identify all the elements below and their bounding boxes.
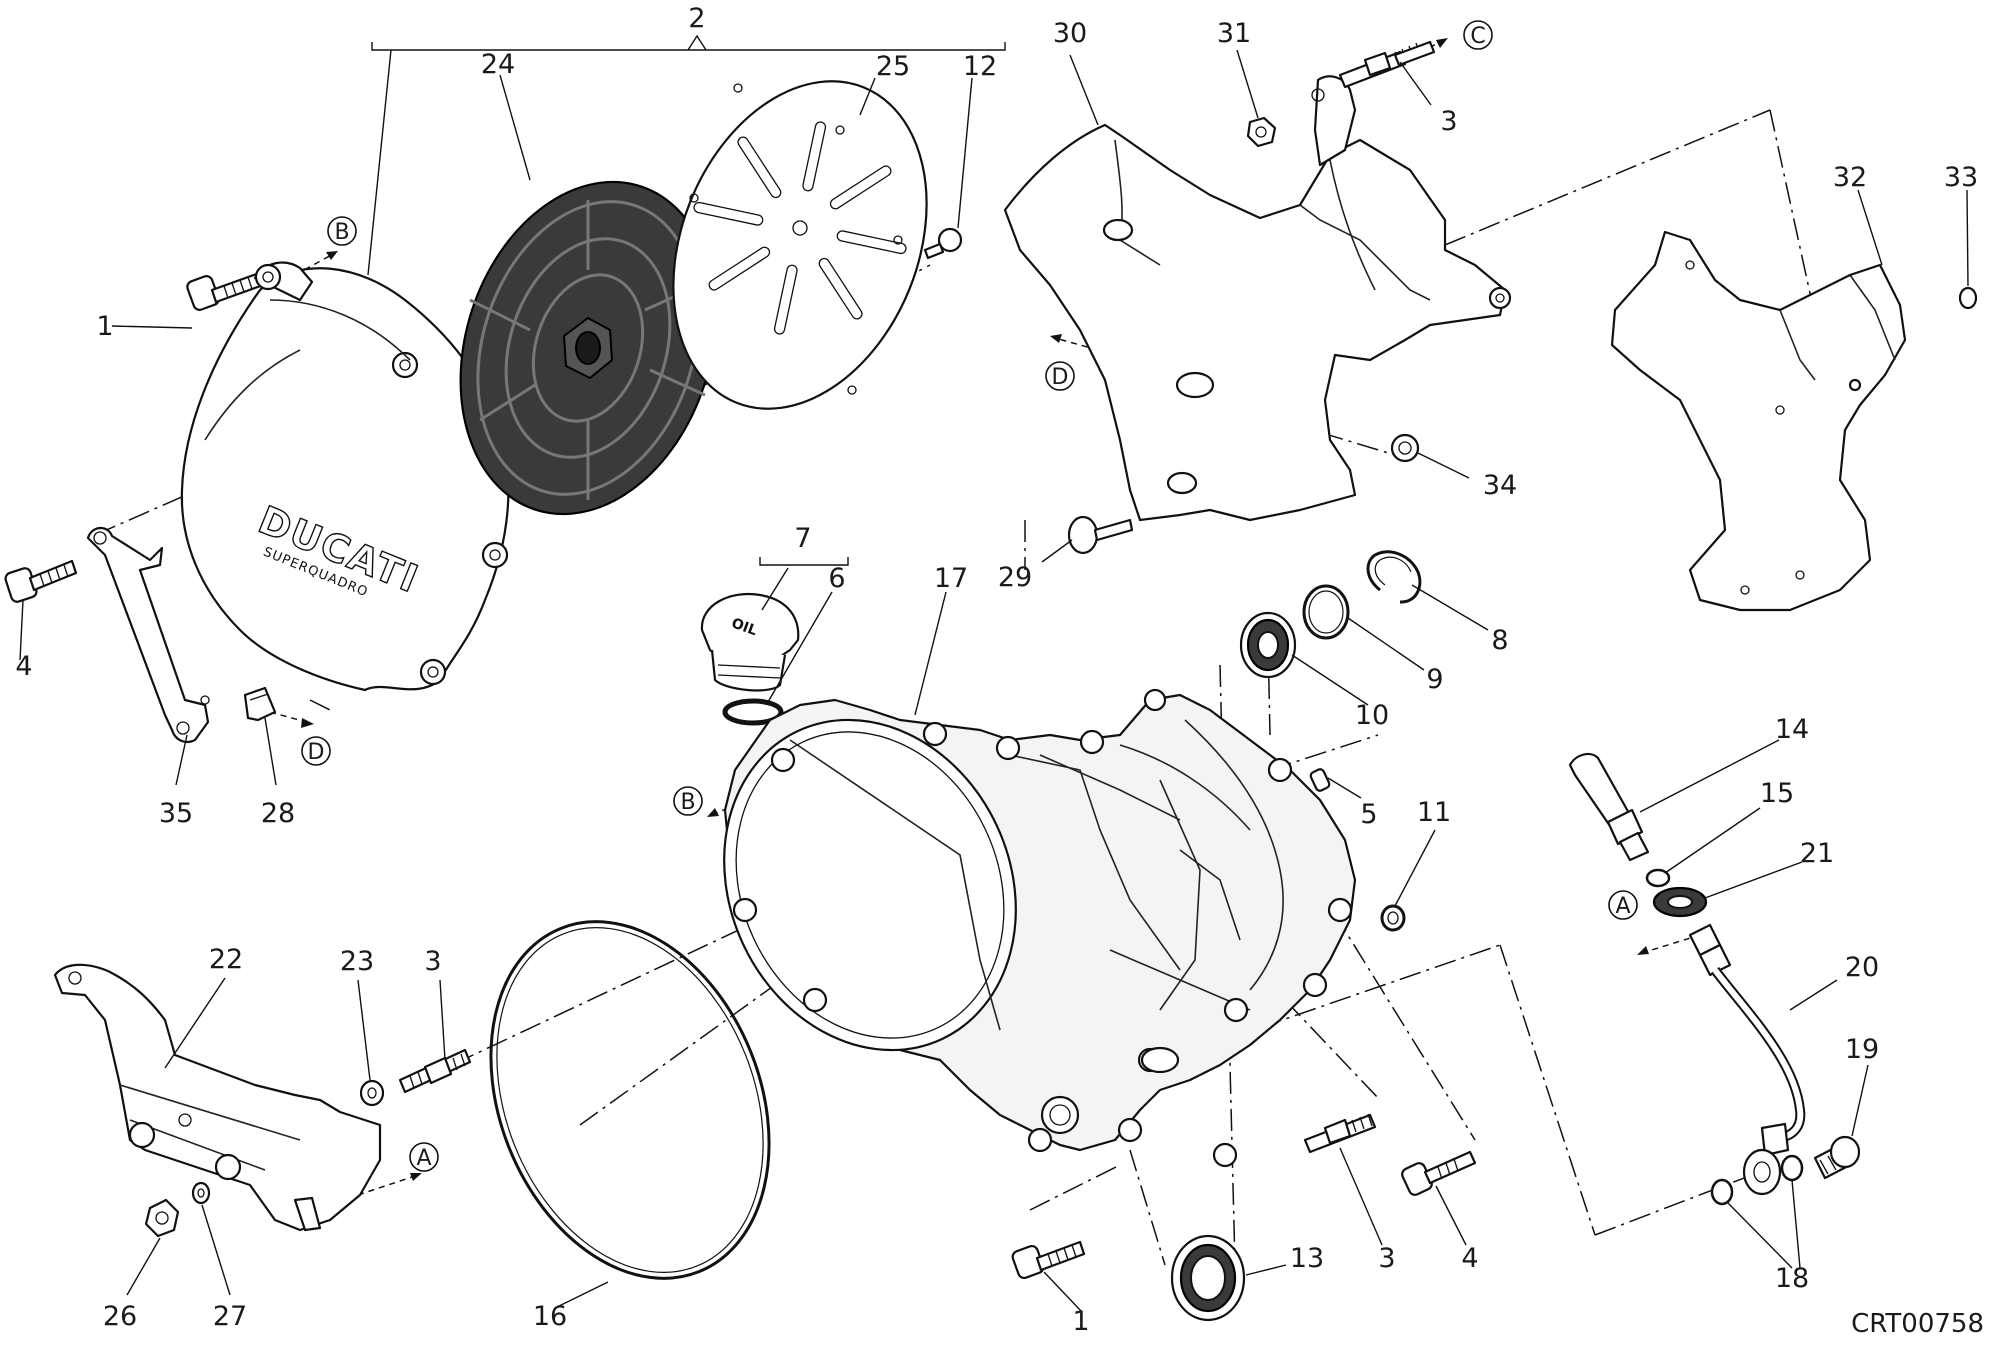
washer-15 (1645, 868, 1671, 888)
callout-7: 7 (794, 523, 811, 554)
callout-21: 21 (1800, 838, 1834, 869)
callout-8: 8 (1491, 625, 1508, 656)
circlip-8 (1366, 550, 1422, 604)
bolt-34 (1390, 433, 1420, 463)
dowel-5 (1309, 768, 1331, 792)
bracket-22 (53, 963, 382, 1232)
svg-text:B: B (334, 220, 349, 245)
callout-3-center: 3 (1378, 1243, 1395, 1274)
svg-text:D: D (1052, 365, 1069, 390)
callout-28: 28 (261, 798, 295, 829)
side-guard-32 (1610, 230, 1907, 612)
callout-4-right: 4 (1461, 1243, 1478, 1274)
callout-17: 17 (934, 563, 968, 594)
washer-33 (1958, 286, 1978, 310)
clip-nut-28 (243, 686, 277, 722)
stud-3-top (1338, 40, 1436, 89)
callout-16: 16 (533, 1301, 567, 1332)
bolt-4-right (1401, 1150, 1477, 1196)
clutch-cover: DUCATI SUPERQUADRO (180, 261, 510, 692)
marker-d-top: D (1045, 361, 1075, 391)
callout-10: 10 (1355, 700, 1389, 731)
stud-3-left (398, 1048, 472, 1094)
oil-pipe-20 (1688, 923, 1806, 1196)
clutch-housing-17 (723, 688, 1357, 1168)
nut-31 (1246, 116, 1277, 148)
callout-29: 29 (998, 562, 1032, 593)
oil-filler-cap-7: OIL (700, 592, 800, 692)
screw-12 (923, 227, 963, 260)
washer-23 (359, 1079, 385, 1107)
callout-1-top: 1 (96, 311, 113, 342)
seal-ring-6 (722, 698, 784, 726)
callout-32: 32 (1833, 162, 1867, 193)
bolt-4-left (4, 559, 78, 603)
oil-seal-10 (1239, 611, 1297, 679)
thin-ring-9 (1302, 584, 1350, 640)
callout-13: 13 (1290, 1243, 1324, 1274)
callout-30: 30 (1053, 18, 1087, 49)
reference-markers: C B D D B A A (301, 20, 1638, 1172)
callout-5: 5 (1360, 799, 1377, 830)
bracket-35 (86, 526, 210, 744)
callout-2: 2 (688, 3, 705, 34)
callout-3-top: 3 (1440, 106, 1457, 137)
bolt-1-top (186, 270, 268, 311)
oil-seal-13 (1170, 1234, 1246, 1322)
callout-4-left: 4 (15, 651, 32, 682)
washer-27 (191, 1181, 211, 1205)
marker-d-left: D (301, 736, 331, 766)
callout-14: 14 (1775, 714, 1809, 745)
marker-a-right: A (1608, 890, 1638, 920)
banjo-bolt-19 (1813, 1135, 1861, 1180)
stud-3-center (1303, 1113, 1377, 1154)
svg-text:C: C (1470, 24, 1485, 49)
svg-text:D: D (308, 740, 325, 765)
callout-31: 31 (1217, 18, 1251, 49)
svg-text:B: B (680, 790, 695, 815)
callout-26: 26 (103, 1301, 137, 1332)
callout-3-left: 3 (424, 946, 441, 977)
marker-b-center: B (673, 786, 703, 816)
clutch-guard-30 (1003, 75, 1512, 522)
sealing-washer-21 (1652, 886, 1708, 918)
bolt-26 (144, 1198, 180, 1238)
plate-slots (693, 121, 907, 335)
callout-6: 6 (828, 563, 845, 594)
svg-text:A: A (416, 1146, 431, 1171)
callout-9: 9 (1426, 664, 1443, 695)
marker-a-left: A (409, 1142, 439, 1172)
callout-1-bottom: 1 (1072, 1306, 1089, 1337)
callout-20: 20 (1845, 952, 1879, 983)
callout-23: 23 (340, 946, 374, 977)
callout-numbers: 2 24 25 12 30 31 3 32 33 1 34 29 4 35 28… (15, 3, 1978, 1337)
leader-lines (19, 34, 1969, 1313)
o-ring-gasket-16 (489, 920, 771, 1280)
ring-11 (1380, 904, 1406, 932)
callout-34: 34 (1483, 470, 1517, 501)
clutch-cover-plate-25 (672, 80, 928, 410)
marker-c: C (1463, 20, 1493, 50)
callout-18: 18 (1775, 1263, 1809, 1294)
callout-12: 12 (963, 51, 997, 82)
callout-27: 27 (213, 1301, 247, 1332)
push-pin-29 (1067, 515, 1134, 555)
callout-35: 35 (159, 798, 193, 829)
callout-25: 25 (876, 51, 910, 82)
clutch-pressure-plate-24 (459, 180, 717, 516)
drawing-code: CRT00758 (1851, 1309, 1984, 1339)
callout-22: 22 (209, 944, 243, 975)
marker-b-top: B (327, 216, 357, 246)
callout-33: 33 (1944, 162, 1978, 193)
callout-11: 11 (1417, 797, 1451, 828)
callout-15: 15 (1760, 778, 1794, 809)
callout-24: 24 (481, 49, 515, 80)
bolt-1-bottom (1011, 1240, 1086, 1280)
sensor-14 (1568, 752, 1650, 862)
svg-text:A: A (1615, 894, 1630, 919)
callout-19: 19 (1845, 1034, 1879, 1065)
